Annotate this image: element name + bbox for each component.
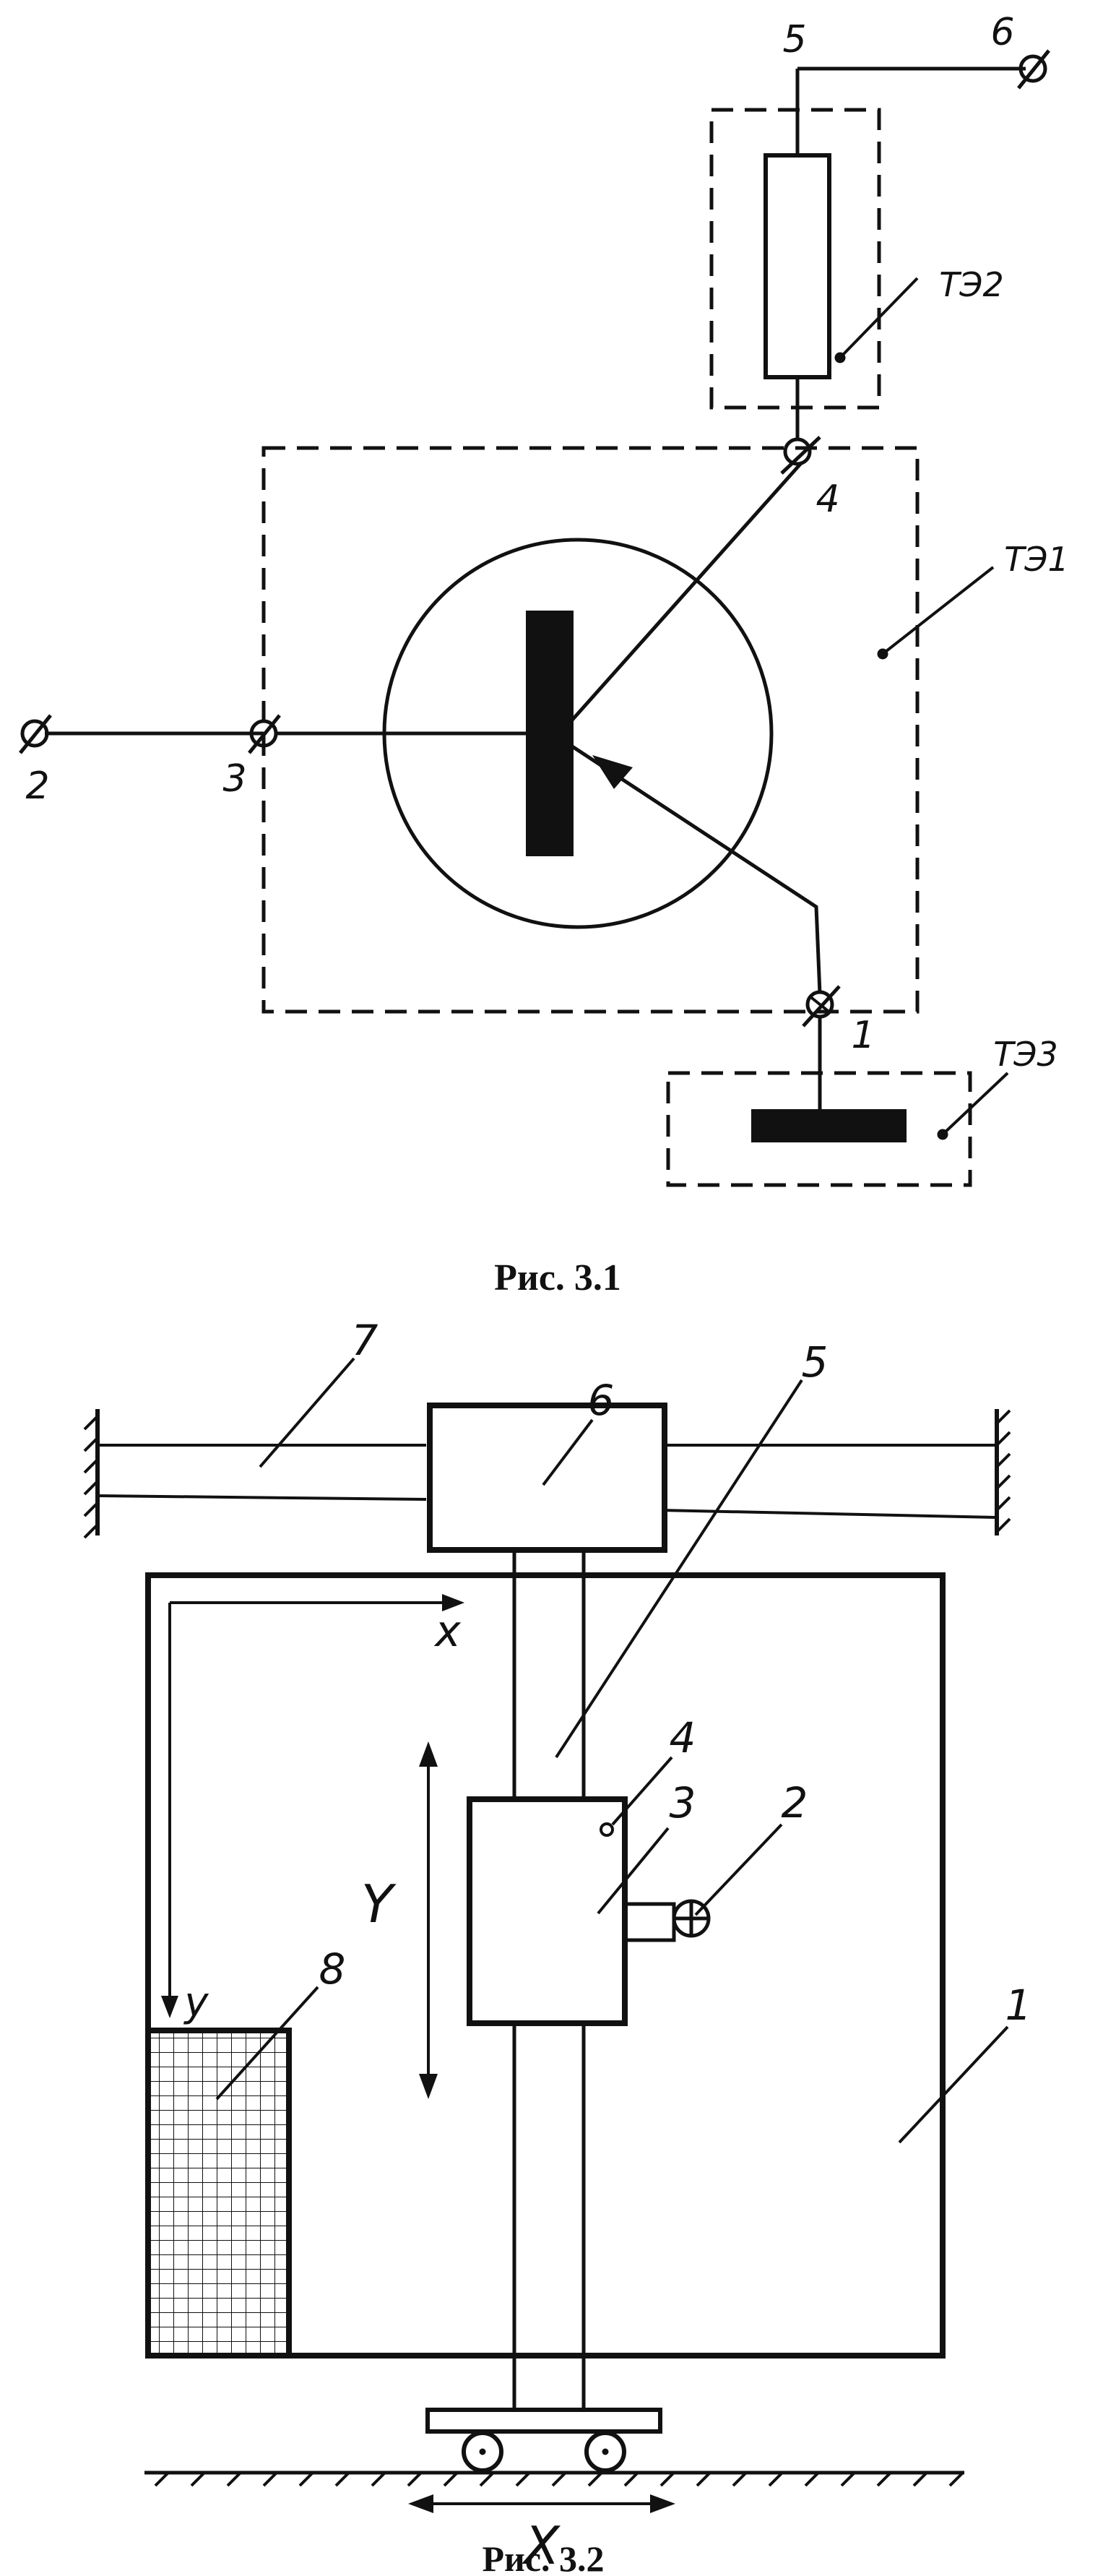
te3-label: ТЭ3 <box>993 1035 1057 1074</box>
resistor <box>764 153 831 379</box>
drive-mount <box>623 1902 676 1942</box>
wheel-right <box>584 2431 626 2473</box>
axis-x-label: x <box>433 1606 461 1657</box>
te2-dashed-box <box>709 108 881 410</box>
terminal-3-label: 3 <box>222 757 246 801</box>
leader-6 <box>542 1418 594 1486</box>
sensor-dot <box>600 1822 614 1837</box>
te1-dashed-box <box>261 446 920 1014</box>
leader-3 <box>597 1827 670 1915</box>
leader-5 <box>555 1379 803 1759</box>
wheel-right-hub <box>602 2448 609 2455</box>
floor-hatch <box>154 2471 964 2487</box>
right-wall-hatch <box>995 1409 1011 1533</box>
axis-x-arrow-icon <box>442 1594 464 1611</box>
te3-leader-dot <box>937 1129 948 1140</box>
wheel-left-hub <box>479 2448 486 2455</box>
leader-7 <box>259 1357 355 1468</box>
left-wall-hatch <box>83 1415 99 1539</box>
label-6: 6 <box>588 1376 615 1425</box>
terminal-2-label: 2 <box>25 764 49 808</box>
mesh-area <box>148 2030 289 2356</box>
wire-4-collector <box>562 461 803 731</box>
figure-3-2-caption: Рис. 3.2 <box>482 2538 604 2576</box>
label-5: 5 <box>802 1337 829 1387</box>
terminal-3-icon <box>248 714 281 754</box>
axis-y-label: y <box>183 1979 209 2026</box>
label-7: 7 <box>352 1316 379 1365</box>
terminal-6-icon <box>1017 49 1050 90</box>
y-travel-label: Y <box>361 1874 397 1934</box>
x-travel-label: X <box>521 2515 561 2576</box>
axis-y-arrow-icon <box>161 1996 178 2018</box>
leader-4 <box>611 1756 673 1826</box>
figure-3-2-labels: 7 6 5 4 3 2 8 1 x y Y X Рис. 3.2 <box>183 1316 1031 2576</box>
mesh-border <box>148 2028 292 2356</box>
y-travel-arrow-top-icon <box>419 1741 438 1767</box>
figure-3-1-labels: 5 6 ТЭ2 ТЭ1 ТЭ3 4 2 3 1 Рис. 3.1 <box>25 11 1068 1298</box>
terminal-1-icon <box>802 985 841 1028</box>
te3-leader <box>941 1072 1009 1136</box>
terminal-5-label: 5 <box>782 18 806 61</box>
transistor-circle <box>382 538 774 929</box>
cart-platform <box>425 2408 662 2434</box>
terminal-2-icon <box>19 714 52 754</box>
terminal-4-label: 4 <box>816 478 839 521</box>
label-1: 1 <box>1005 1981 1032 2030</box>
transistor-base-bar <box>526 611 574 856</box>
figure-3-1-caption: Рис. 3.1 <box>494 1257 621 1298</box>
te1-leader <box>881 566 995 655</box>
label-3: 3 <box>670 1778 696 1827</box>
figure-3-1 <box>19 49 1050 1187</box>
leader-2 <box>694 1823 783 1916</box>
te2-leader <box>839 277 919 359</box>
terminal-6-label: 6 <box>990 11 1014 54</box>
wheel-left <box>462 2431 503 2473</box>
leader-1 <box>898 2025 1009 2144</box>
label-2: 2 <box>782 1778 808 1827</box>
label-4: 4 <box>670 1713 696 1762</box>
te2-label: ТЭ2 <box>939 265 1003 304</box>
drive-motor-icon <box>672 1899 711 1938</box>
board <box>145 1572 946 2359</box>
te1-leader-dot <box>877 648 888 660</box>
te3-bar <box>751 1109 907 1142</box>
figure-3-2 <box>83 1357 1011 2513</box>
wire-emitter <box>562 738 822 994</box>
te2-leader-dot <box>834 352 846 363</box>
x-travel-arrow-right-icon <box>650 2494 675 2513</box>
y-travel-arrow-bottom-icon <box>419 2074 438 2099</box>
te1-label: ТЭ1 <box>1004 540 1068 579</box>
leader-8 <box>215 1986 319 2101</box>
x-travel-arrow-left-icon <box>408 2494 433 2513</box>
terminal-1-label: 1 <box>851 1014 875 1057</box>
terminal-4-icon <box>780 436 821 475</box>
label-8: 8 <box>319 1944 346 1994</box>
emitter-arrow-icon <box>592 755 633 789</box>
